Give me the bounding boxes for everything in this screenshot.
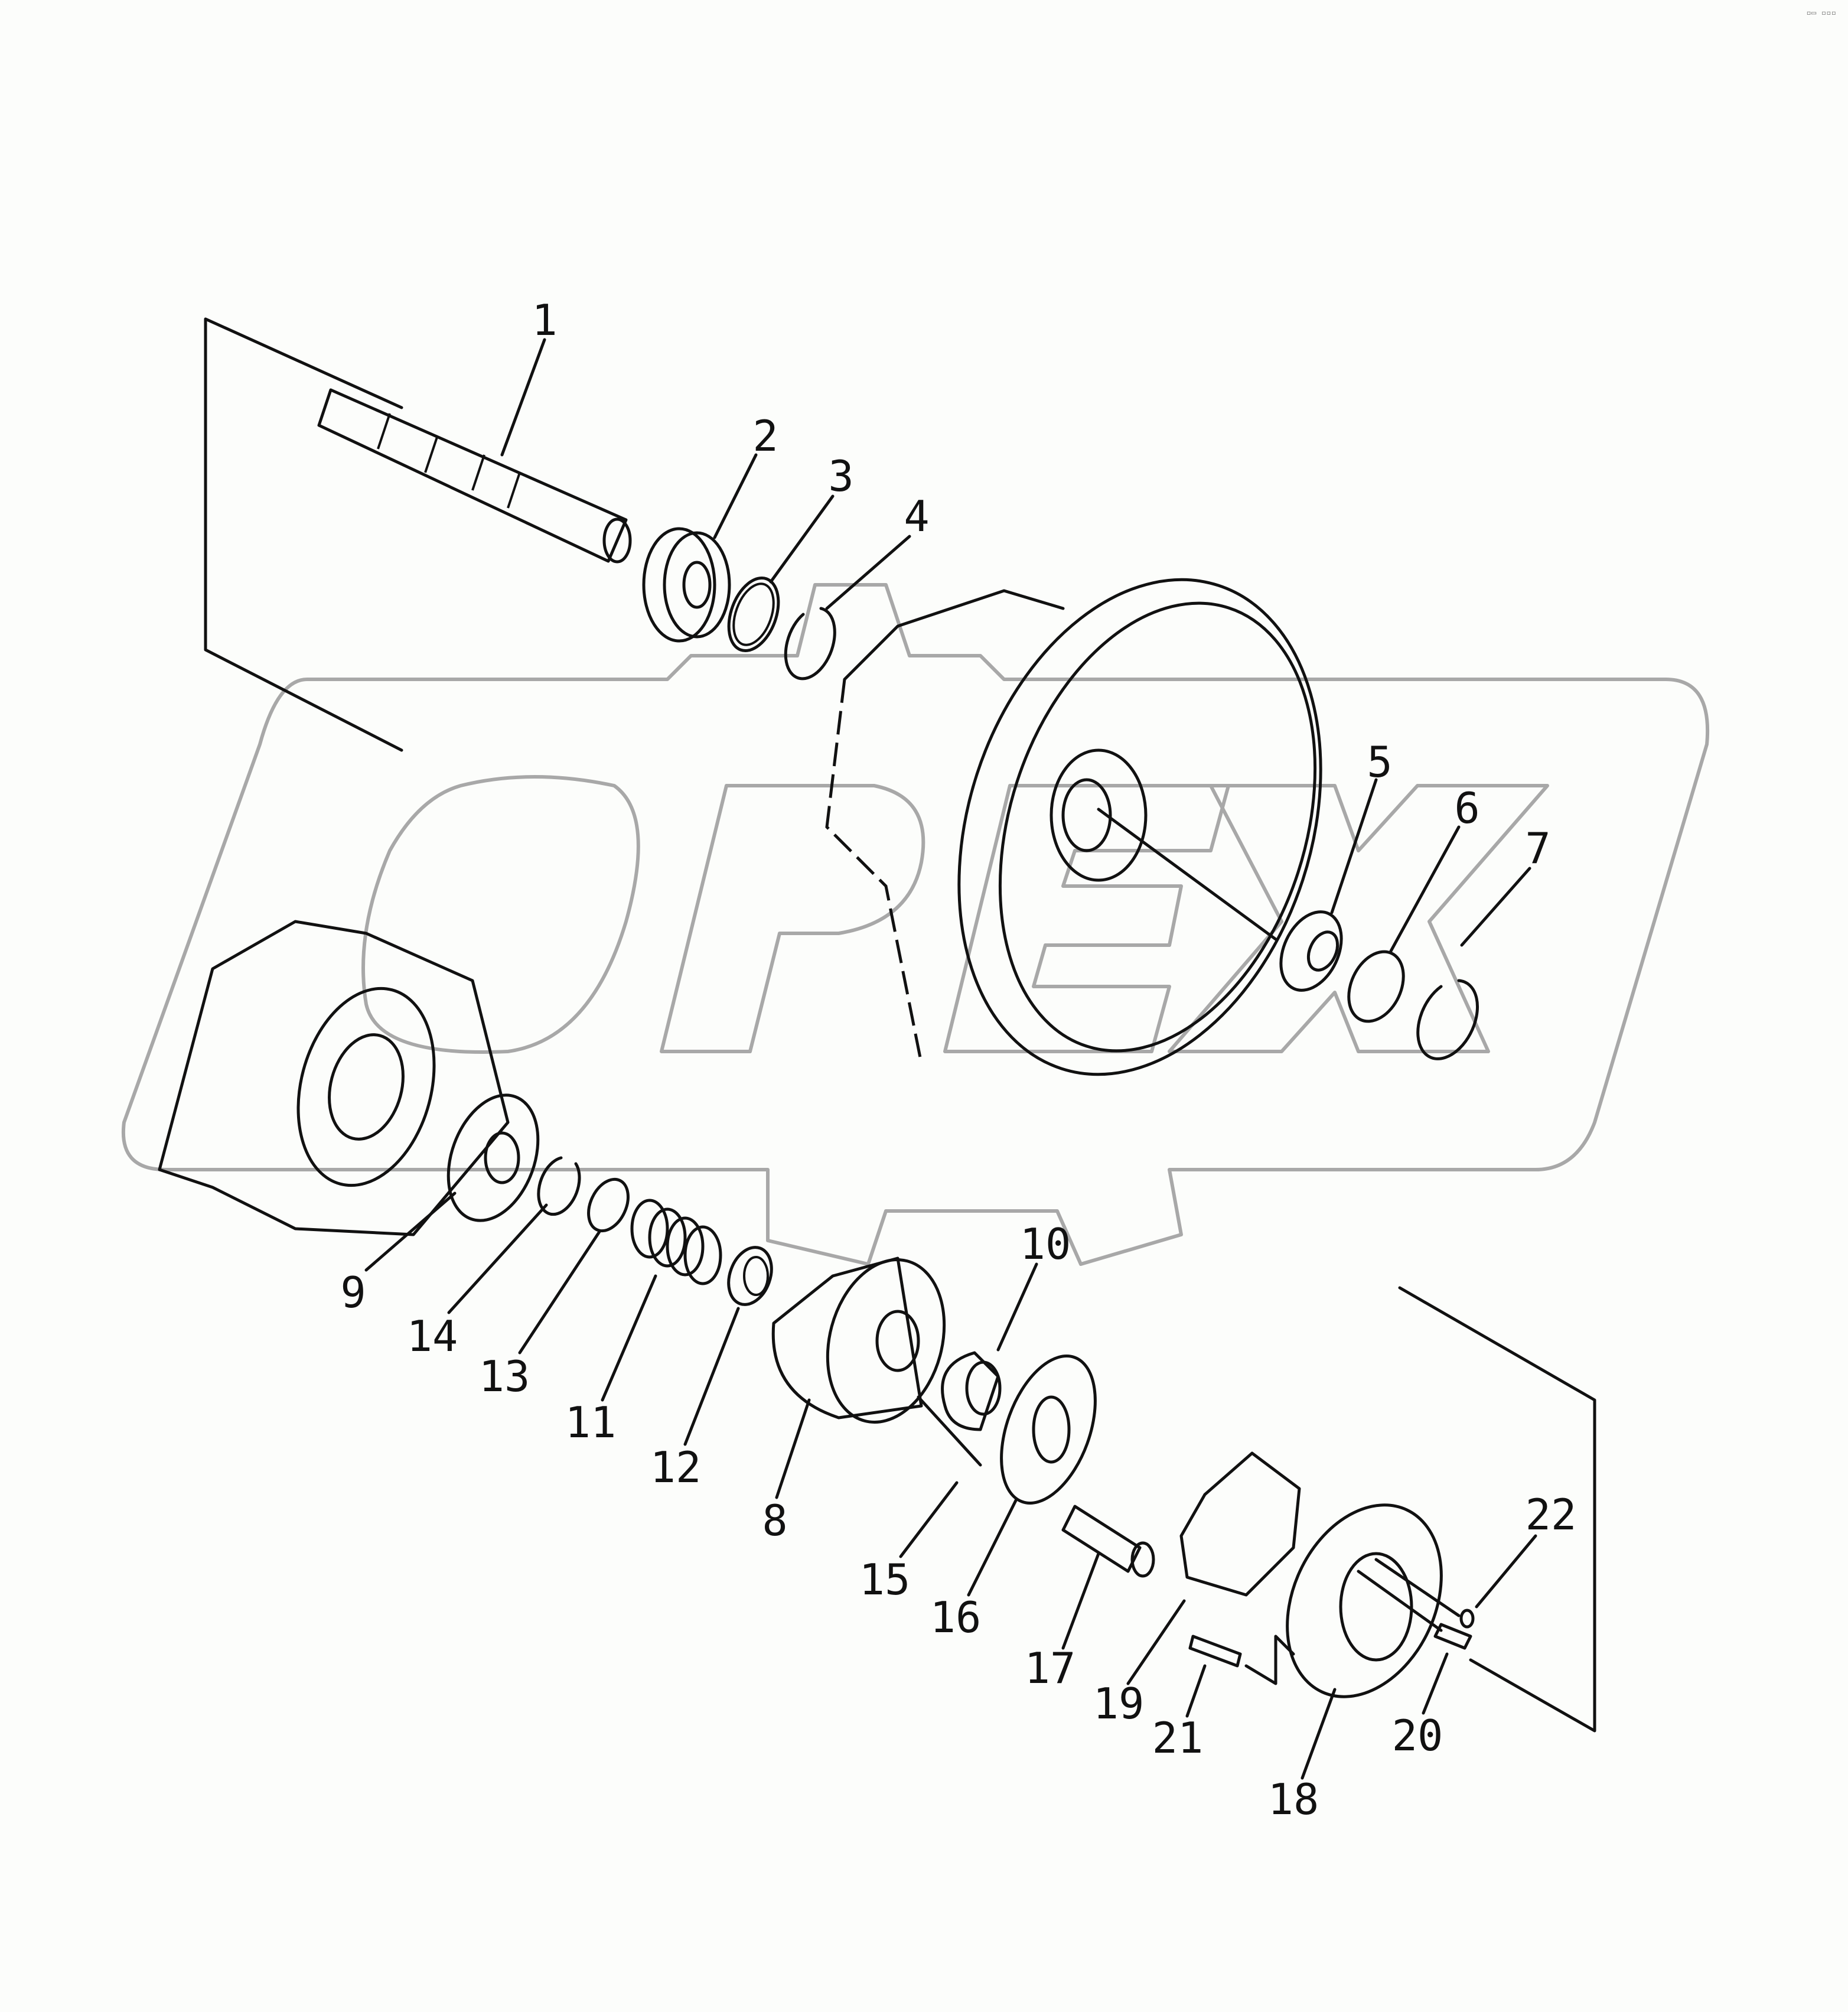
part-1-shaft xyxy=(317,338,632,564)
part-20-pin xyxy=(1357,1570,1472,1715)
corner-mark: ▫▭ ▫▫▫ xyxy=(1806,8,1836,18)
watermark-opex xyxy=(121,583,1710,1266)
callout-4: 4 xyxy=(904,491,930,541)
part-15-pin xyxy=(899,1395,982,1558)
part-9-valve-plate xyxy=(364,1093,540,1272)
part-3-ring xyxy=(727,494,835,653)
part-5-seal xyxy=(1279,778,1378,992)
callout-16: 16 xyxy=(930,1593,982,1642)
part-11-spring xyxy=(601,1199,722,1402)
part-10-ball-guide xyxy=(941,1262,1038,1431)
part-4-snap-ring xyxy=(784,535,911,681)
callout-13: 13 xyxy=(478,1352,530,1401)
part-17-piston xyxy=(1061,1505,1155,1650)
callout-21: 21 xyxy=(1152,1713,1204,1763)
part-19-swash-plate xyxy=(1126,1451,1301,1685)
callout-1: 1 xyxy=(532,295,558,345)
part-7-snap-ring xyxy=(1416,867,1531,1060)
callout-2: 2 xyxy=(752,411,778,461)
bracket-right xyxy=(1398,1286,1596,1733)
bracket-left xyxy=(204,317,403,752)
callout-7: 7 xyxy=(1525,823,1551,873)
part-18-cradle xyxy=(1286,1503,1443,1780)
callout-19: 19 xyxy=(1093,1679,1145,1728)
part-16-retainer-plate xyxy=(967,1355,1097,1597)
callout-20: 20 xyxy=(1391,1711,1443,1760)
callout-18: 18 xyxy=(1267,1775,1319,1824)
callout-3: 3 xyxy=(828,451,854,501)
callout-8: 8 xyxy=(762,1496,788,1545)
part-12-bushing xyxy=(683,1246,773,1446)
callout-15: 15 xyxy=(859,1555,911,1604)
part-6-ring xyxy=(1347,825,1461,1023)
callout-17: 17 xyxy=(1024,1643,1076,1693)
callout-22: 22 xyxy=(1525,1490,1577,1539)
callout-5: 5 xyxy=(1367,737,1393,787)
rear-housing xyxy=(158,920,510,1236)
part-8-cylinder-block xyxy=(771,1256,946,1499)
part-22-o-ring xyxy=(1374,1534,1537,1629)
callout-11: 11 xyxy=(565,1398,617,1447)
callout-10: 10 xyxy=(1019,1219,1071,1269)
callout-9: 9 xyxy=(340,1268,366,1317)
part-13-ring xyxy=(518,1177,630,1355)
pump-housing xyxy=(825,578,1322,1076)
callout-14: 14 xyxy=(406,1311,458,1361)
part-2-bearing xyxy=(642,453,758,643)
part-21-bolt xyxy=(1185,1635,1295,1718)
callout-6: 6 xyxy=(1454,783,1480,833)
part-14-snap-ring xyxy=(447,1156,581,1314)
callout-12: 12 xyxy=(650,1443,702,1492)
